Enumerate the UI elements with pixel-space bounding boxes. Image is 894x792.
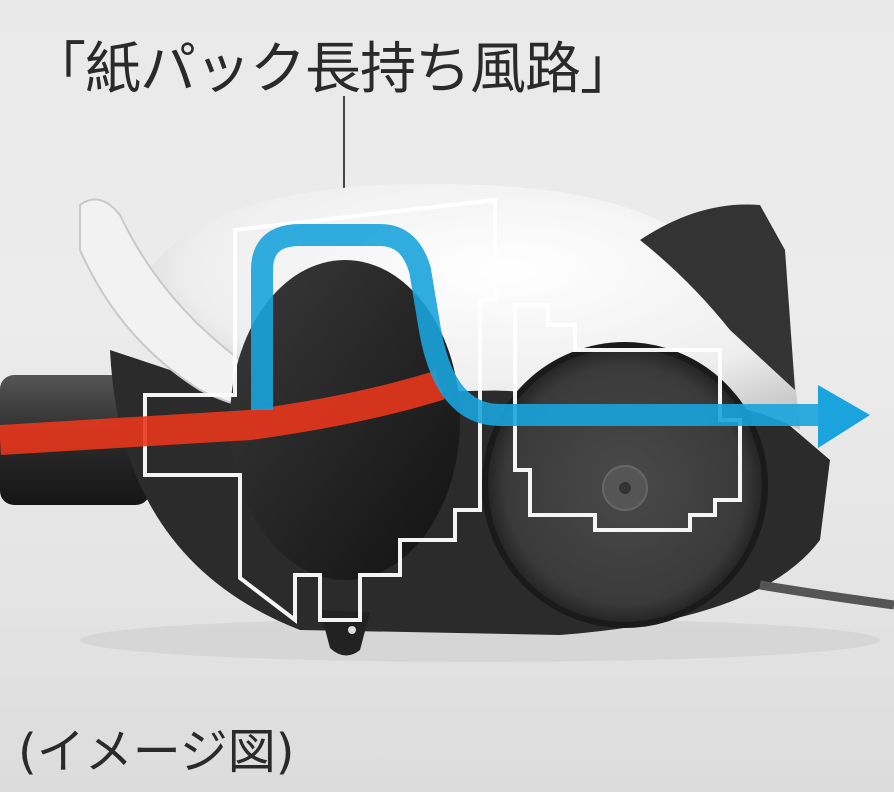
intake-flow bbox=[0, 370, 445, 455]
airflow-outline bbox=[143, 197, 742, 625]
rear-bumper bbox=[640, 204, 795, 390]
floor-shadow bbox=[80, 618, 880, 662]
image-caption: (イメージ図) bbox=[18, 724, 295, 780]
arrow-right-icon bbox=[818, 385, 870, 448]
power-cord bbox=[759, 580, 894, 610]
callout-title: 「紙パック長持ち風路」 bbox=[30, 37, 636, 102]
callout-leader-line bbox=[343, 96, 345, 224]
exhaust-flow bbox=[251, 224, 820, 426]
